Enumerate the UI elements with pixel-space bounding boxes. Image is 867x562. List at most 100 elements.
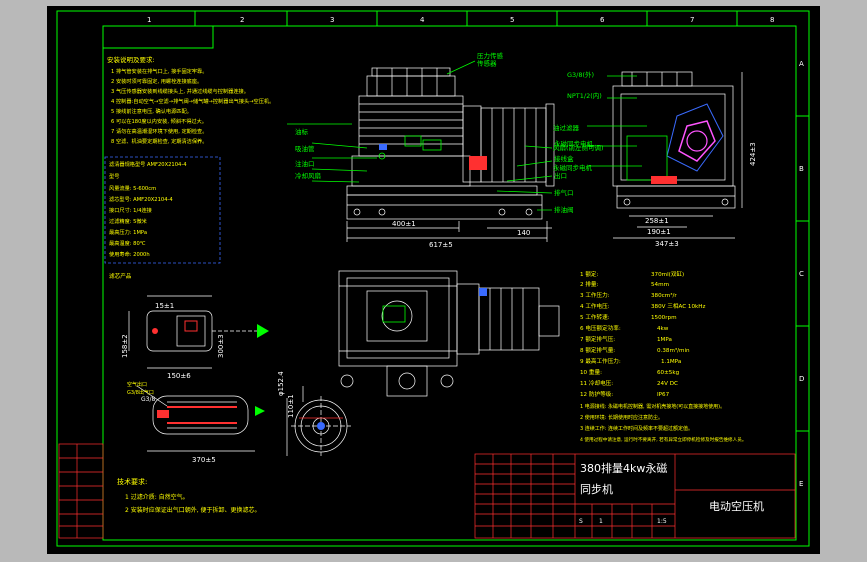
right-marks: A B C D E (799, 60, 804, 488)
tech-req-title: 技术要求: (117, 477, 147, 486)
note-item: 7 请勿在高温潮湿环境下使用, 定期检查。 (111, 127, 207, 135)
dim-424: 424±3 (749, 142, 757, 166)
spec-note: 2 使用环境: 长期使用时应注意防尘。 (580, 414, 663, 421)
tank-accents (152, 320, 269, 424)
tank-dims: 15±1 158±2 150±6 370±5 G3/8 300±3 空气出口 G… (121, 302, 225, 464)
label-air-intake: 风扇(前左侧可调) (553, 143, 604, 152)
top-mark: 6 (600, 16, 605, 24)
label-motor: 永磁同步电机 (554, 139, 594, 148)
spec-key: 11 冷却电压: (580, 379, 613, 387)
fan-dims: φ152.4 110±1 (277, 371, 295, 418)
title-block-text: 380排量4kw永磁 同步机 电动空压机 S 1 1:5 (579, 461, 764, 525)
title-block (474, 453, 796, 539)
filter-spec-row: 接口尺寸: 1/4连接 (109, 206, 152, 214)
right-mark: B (799, 165, 804, 173)
side-view-leaders (587, 75, 647, 167)
tech-req-item: 1 过滤介质: 自然空气。 (125, 493, 189, 501)
tech-req-item: 2 安装时应保证出气口朝外, 便于拆卸、更换滤芯。 (125, 506, 261, 514)
top-marks: 1 2 3 4 5 6 7 8 (147, 16, 774, 24)
filter-spec-model: 型号 (109, 172, 119, 180)
side-view-dims: 258±1 190±1 347±3 424±3 (645, 142, 757, 248)
label-thread-npt: NPT1/2(内) (567, 91, 602, 100)
sheet-mark: S (579, 518, 583, 525)
tech-requirements: 技术要求: 1 过滤介质: 自然空气。 2 安装时应保证出气口朝外, 便于拆卸、… (117, 477, 261, 514)
corner-box (102, 25, 214, 49)
spec-val: 24V DC (657, 381, 678, 387)
dim-400: 400±1 (392, 220, 416, 228)
dim-g38: G3/8 (141, 396, 155, 403)
spec-val: 380cm³/r (651, 292, 677, 299)
top-mark: 1 (147, 16, 151, 24)
plan-view (338, 270, 560, 397)
spec-val: 1.1MPa (661, 359, 681, 365)
spec-note: 4 使用过程中请注意, 运行时不要离开, 若有异常立即停机检修及时报告维修人员。 (580, 436, 746, 443)
note-item: 3 气压传感器安装到线缆接头上, 并通过线缆与控制器连接。 (111, 87, 249, 95)
spec-notes: 1 电源接线: 永磁电机控制器, 需对机壳接地(可以直接接地使用)。 2 使用环… (580, 403, 746, 443)
spec-key: 3 工作压力: (580, 291, 610, 299)
spec-val: 1500rpm (651, 315, 677, 321)
filter-spec-row: 使用寿命: 2000h (109, 250, 150, 258)
plan-view-accents (382, 288, 487, 323)
spec-val: 54mm (651, 282, 669, 288)
top-mark: 3 (330, 16, 334, 24)
spec-val: 1MPa (657, 337, 672, 343)
label-oil-filter: 注油口 (295, 159, 315, 168)
filter-spec-row: 过滤精度: 5微米 (109, 217, 148, 225)
label-thread-g38: G3/8(外) (567, 70, 594, 79)
top-mark: 5 (510, 16, 514, 24)
spec-key: 9 最高工作压力: (580, 357, 621, 365)
spec-key: 2 排量: (580, 280, 599, 288)
label-suction: 吸油管 (295, 144, 315, 153)
side-view (612, 71, 743, 239)
side-view-labels: G3/8(外) NPT1/2(内) 油过滤器 风扇(前左侧可调) 永磁同步电机 (553, 70, 604, 172)
top-mark: 8 (770, 16, 774, 24)
spec-key: 4 工作电压: (580, 302, 610, 310)
spec-val: IP67 (657, 392, 670, 398)
drawing-sheet: 1 2 3 4 5 6 7 8 A B C D E 安装说明及要求: 1 排气管… (47, 6, 820, 554)
label-pressure-sensor: 压力传感传感器 (477, 51, 504, 67)
note-item: 1 排气管安装在排气口上, 接手固定牢靠。 (111, 67, 207, 75)
label-oil-filter2: 油过滤器 (553, 123, 580, 132)
drawing-name: 电动空压机 (709, 499, 764, 513)
filter-spec-row: 风量流量: 5-600cm (109, 184, 156, 192)
spec-key: 7 额定排气压: (580, 335, 615, 343)
top-view-accents (378, 135, 487, 170)
product-name: 380排量4kw永磁 (580, 461, 667, 475)
label-drain: 排油阀 (554, 205, 574, 214)
spec-list: 1 额定: 370ml(双缸) 2 排量: 54mm 3 工作压力: 380cm… (580, 270, 705, 398)
top-mark: 4 (420, 16, 425, 24)
note-item: 6 可以在180度以内安装, 倾斜不得过大。 (111, 117, 207, 125)
outer-frame (56, 10, 810, 547)
label-wiring: 接线盒 (554, 154, 574, 163)
spec-val: 4kw (657, 326, 669, 332)
spec-val: 370ml(双缸) (651, 270, 684, 278)
tank-view (128, 295, 257, 452)
spec-val: 60±5kg (657, 370, 680, 376)
dim-617: 617±5 (429, 241, 453, 249)
spec-key: 5 工作转速: (580, 313, 610, 321)
spec-val: 0.38m³/min (657, 347, 690, 354)
spec-key: 10 重量: (580, 368, 602, 376)
filter-spec-footer: 滤芯产品 (109, 272, 132, 280)
inner-frame (102, 25, 797, 541)
top-view-labels: 压力传感传感器 油标 吸油管 注油口 冷却风扇 永磁同步电机 接线盒 出口 排气… (295, 51, 594, 214)
dim-258: 258±1 (645, 217, 669, 225)
side-view-accents (626, 103, 724, 184)
scale: 1:5 (657, 518, 667, 525)
count-mark: 1 (599, 518, 603, 525)
tank-label-port: G3/8出气口 (127, 389, 154, 396)
fan-accents (299, 417, 343, 430)
note-item: 5 接线前注意电压, 确认电源匹配。 (111, 107, 192, 115)
drawing-canvas: 1 2 3 4 5 6 7 8 A B C D E 安装说明及要求: 1 排气管… (56, 10, 810, 547)
label-exhaust: 排气口 (554, 188, 574, 197)
spec-key: 1 额定: (580, 270, 599, 278)
dim-347: 347±3 (655, 240, 679, 248)
label-outlet: 出口 (554, 171, 567, 180)
note-item: 4 控制器:自动空气→空滤→排气阀→储气罐→控制器出气接头→空压机。 (111, 97, 274, 105)
product-name-2: 同步机 (580, 482, 613, 496)
note-item: 8 空滤、机油要定期检查, 定期清洁保养。 (111, 137, 207, 145)
dim-150: 150±6 (167, 372, 191, 380)
right-mark: D (799, 375, 804, 383)
label-oil-cap: 油标 (295, 127, 309, 136)
spec-key: 6 电压额定功率: (580, 324, 621, 332)
